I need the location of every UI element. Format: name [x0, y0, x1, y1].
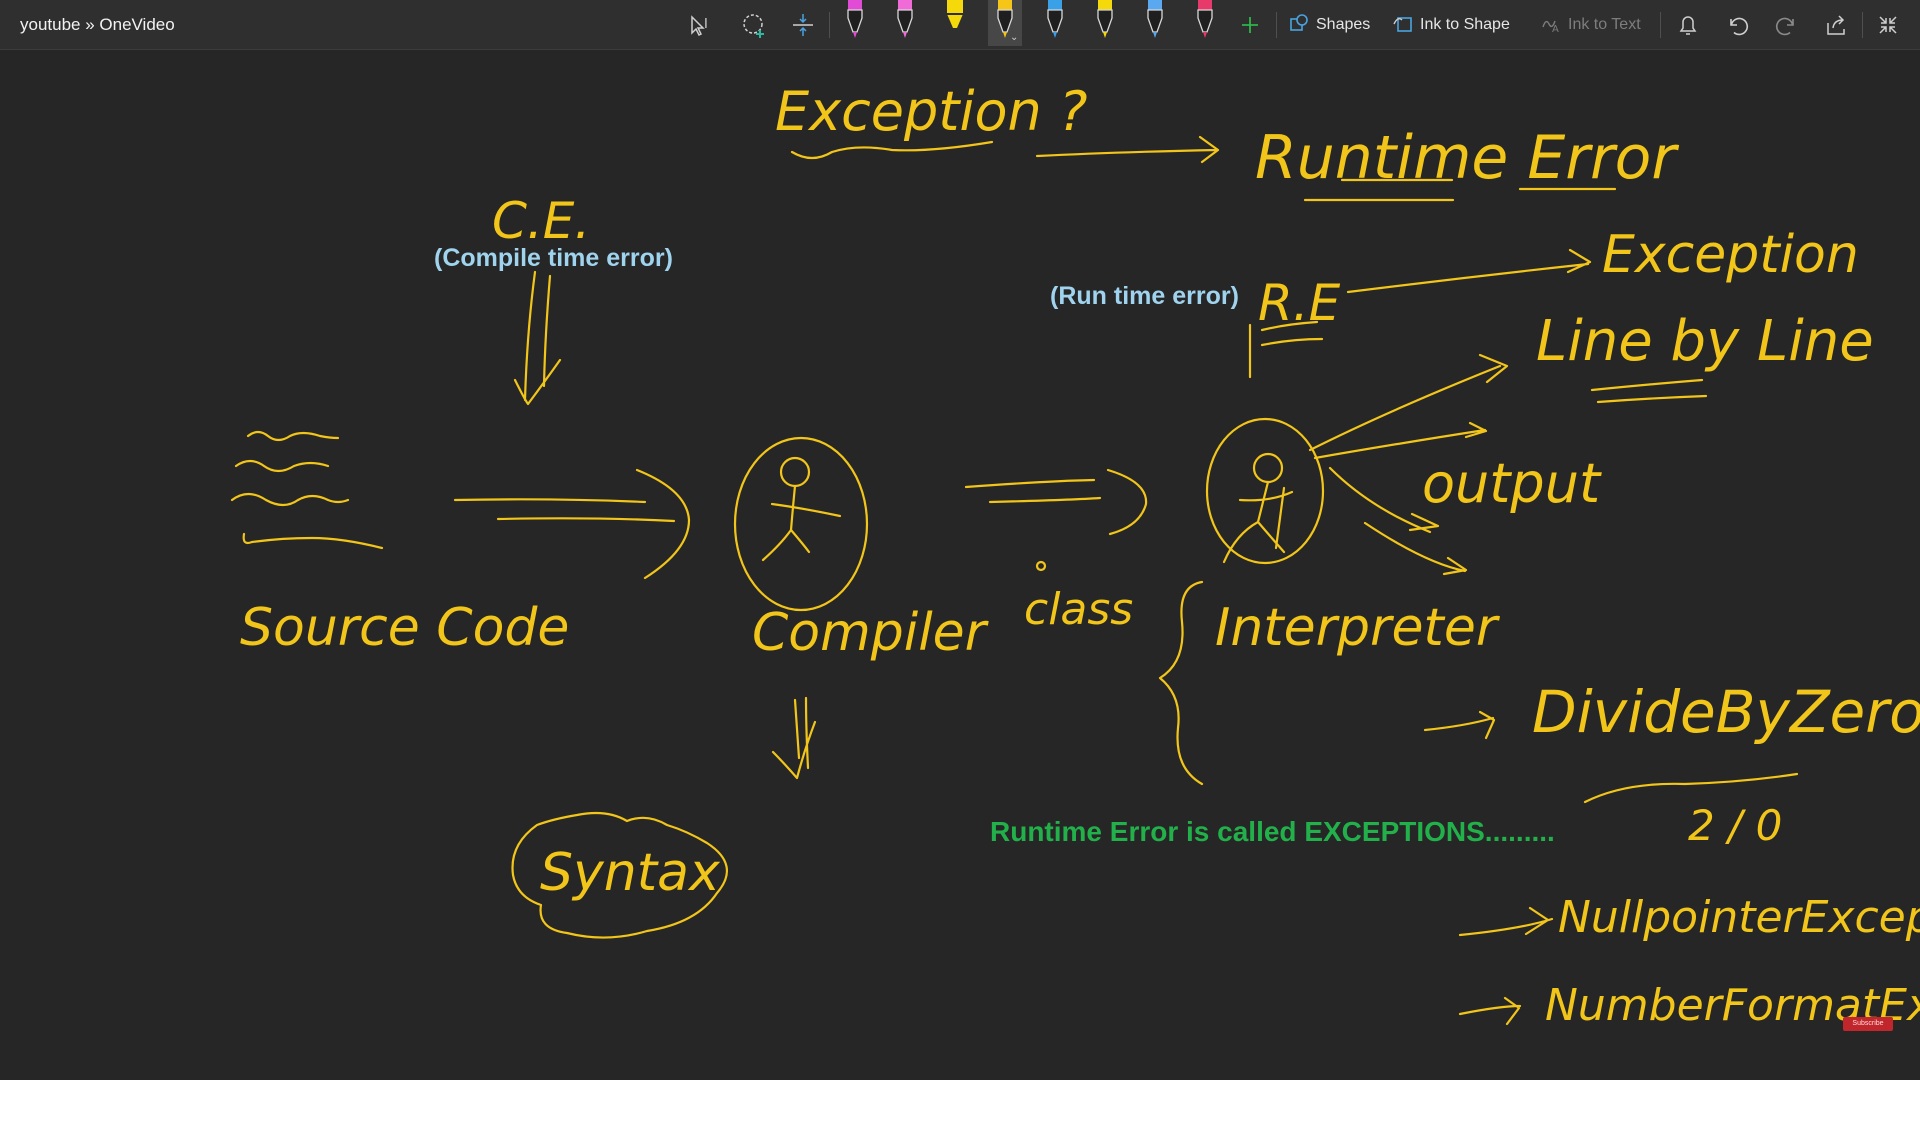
ink-to-shape-label: Ink to Shape [1420, 16, 1510, 33]
ribbon-toolbar: youtube » OneVideo I ⌄ Shapes Ink to Sha… [0, 0, 1920, 50]
add-pen-icon[interactable] [1232, 7, 1268, 43]
ink-underline [790, 140, 994, 160]
ink-arrow [1458, 906, 1554, 937]
redo-icon[interactable] [1769, 7, 1805, 43]
ink-brace [1158, 580, 1204, 786]
share-icon[interactable] [1818, 7, 1854, 43]
typed-run-time-error: (Run time error) [1050, 282, 1239, 310]
ink-arrow [1308, 353, 1509, 452]
ink-to-text-label: Ink to Text [1568, 16, 1641, 33]
ink-arrow [1313, 421, 1488, 460]
ink-exception-question: Exception ? [775, 80, 1088, 143]
compiler-circle [733, 436, 869, 612]
pen-icon[interactable] [888, 0, 922, 46]
highlighter-icon[interactable] [938, 0, 972, 46]
shapes-button[interactable]: Shapes [1288, 10, 1370, 40]
ink-fraction: 2 / 0 [1688, 801, 1782, 850]
figure-head [779, 456, 811, 488]
ink-arrow [1458, 996, 1522, 1026]
ink-scribble [234, 459, 330, 473]
ink-divide-by-zero: DivideByZero [1532, 678, 1920, 746]
syntax-cloud [511, 811, 728, 939]
ink-arrow [1035, 135, 1220, 164]
ink-syntax: Syntax [540, 843, 721, 903]
undo-icon[interactable] [1719, 7, 1755, 43]
ink-re: R.E [1258, 274, 1341, 332]
ink-scribble [230, 492, 350, 507]
shapes-icon [1288, 12, 1310, 39]
ink-arrow [513, 270, 562, 406]
ink-underline [1303, 178, 1617, 202]
ink-scribble [242, 532, 384, 550]
pen-icon[interactable] [838, 0, 872, 46]
ink-runtime-error: Runtime Error [1255, 123, 1679, 193]
ink-output: output [1422, 452, 1602, 515]
interpreter-circle [1205, 417, 1325, 565]
ink-compiler: Compiler [752, 603, 990, 663]
ink-underline [1583, 772, 1799, 804]
bell-icon[interactable] [1670, 7, 1706, 43]
ink-to-text-icon: A [1540, 12, 1562, 39]
svg-text:I: I [704, 17, 708, 32]
pen-icon[interactable] [1138, 0, 1172, 46]
figure-head [1252, 452, 1284, 484]
pen-icon[interactable] [1088, 0, 1122, 46]
stick-figure [761, 484, 842, 562]
ink-source-code: Source Code [240, 598, 569, 658]
ink-arrow [1363, 521, 1468, 576]
typed-exceptions-note: Runtime Error is called EXCEPTIONS......… [990, 816, 1555, 847]
chevron-down-icon[interactable]: ⌄ [1010, 32, 1019, 43]
ink-exception-right: Exception [1602, 225, 1859, 285]
ink-layer: Exception ? Runtime Error C.E. R.E Excep… [230, 80, 1920, 1031]
ink-dot [1035, 560, 1047, 572]
ink-ce: C.E. [492, 192, 590, 250]
lasso-icon[interactable] [736, 7, 772, 43]
pen-icon[interactable] [1188, 0, 1222, 46]
ink-arrow [1346, 248, 1592, 294]
pen-icon[interactable] [1038, 0, 1072, 46]
drawing-canvas[interactable]: Exception ? Runtime Error C.E. R.E Excep… [0, 50, 1920, 1080]
ink-interpreter: Interpreter [1215, 598, 1501, 658]
ink-to-shape-button[interactable]: Ink to Shape [1392, 10, 1510, 40]
page-background [0, 1080, 1920, 1134]
stick-figure [1222, 480, 1294, 564]
collapse-icon[interactable] [1870, 7, 1906, 43]
ink-underline [1248, 320, 1324, 379]
ink-arrow [964, 468, 1148, 536]
ink-arrow [771, 696, 817, 780]
shapes-label: Shapes [1316, 16, 1371, 33]
subscribe-watermark: Subscribe [1843, 1017, 1893, 1031]
ink-arrow [1328, 466, 1440, 534]
ink-line-by-line: Line by Line [1536, 309, 1874, 374]
window-title: youtube » OneVideo [20, 15, 175, 34]
ink-null-pointer: NullpointerException [1558, 892, 1920, 943]
ink-arrow [1423, 710, 1496, 740]
ink-to-shape-icon [1392, 12, 1414, 39]
ink-underline [1590, 378, 1708, 404]
add-space-icon[interactable] [785, 7, 821, 43]
svg-text:A: A [1552, 24, 1559, 34]
lasso-select-icon[interactable]: I [684, 7, 720, 43]
ink-class: class [1024, 584, 1133, 635]
ink-arrow [453, 468, 691, 580]
ink-to-text-button[interactable]: A Ink to Text [1540, 10, 1641, 40]
typed-compile-time-error: (Compile time error) [434, 244, 673, 272]
pen-icon[interactable] [988, 0, 1022, 46]
ink-scribble [246, 430, 340, 442]
